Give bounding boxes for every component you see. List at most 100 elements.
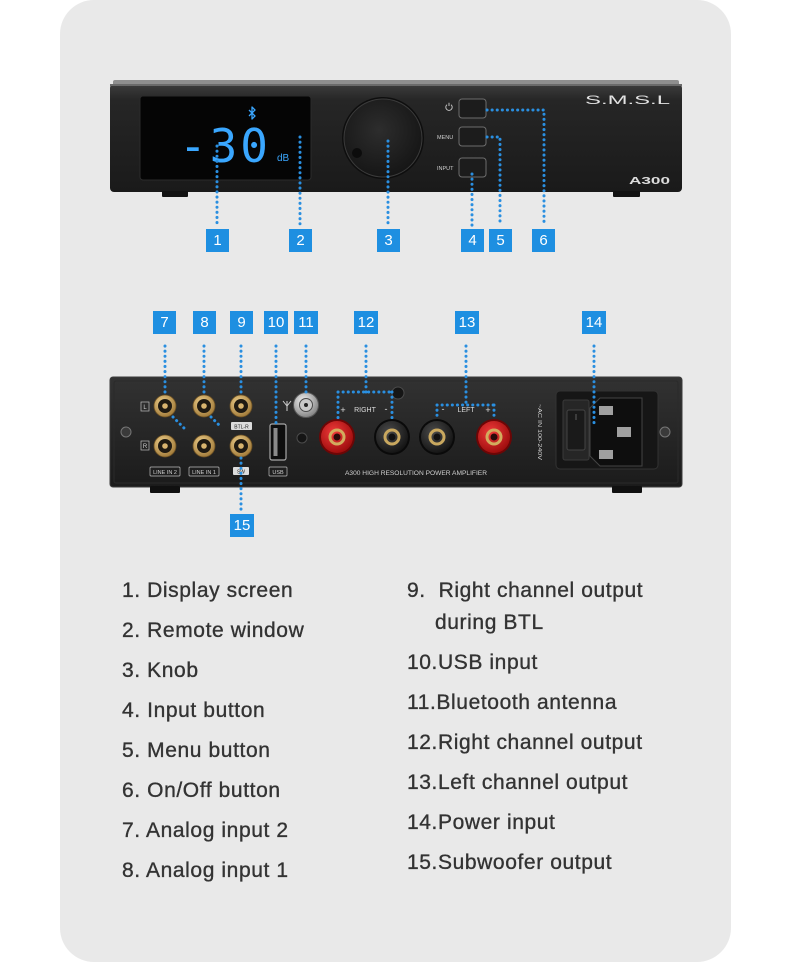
left-channel-label: LEFT xyxy=(457,407,475,414)
knob-indicator xyxy=(352,148,362,158)
left-plus-sign: + xyxy=(485,405,490,415)
speaker-terminal-right-positive xyxy=(319,419,355,455)
legend-item-7: 7. Analog input 2 xyxy=(122,819,289,842)
usb-label-box xyxy=(268,466,288,477)
bluetooth-antenna-connector xyxy=(293,392,319,418)
screw xyxy=(659,426,671,438)
line-in-1-label: LINE IN 1 xyxy=(192,470,216,476)
brand-logo: S.M.S.L xyxy=(585,93,671,107)
channel-label-r-box xyxy=(140,440,150,451)
usb-label: USB xyxy=(272,470,284,476)
back-foot-right xyxy=(612,486,642,493)
speaker-terminal-left-negative xyxy=(419,419,455,455)
input-label: INPUT xyxy=(437,166,454,172)
input-button xyxy=(458,157,487,178)
screw xyxy=(296,432,308,444)
iec-power-socket xyxy=(589,397,643,467)
speaker-terminal-right-negative xyxy=(374,419,410,455)
rca-jack-line-in-1-l xyxy=(192,394,216,418)
callout-13: 13 xyxy=(455,311,479,334)
callout-6: 6 xyxy=(532,229,555,252)
rca-jack-line-in-2-r xyxy=(153,434,177,458)
callout-1: 1 xyxy=(206,229,229,252)
back-foot-left xyxy=(150,486,180,493)
rca-jack-line-in-1-r xyxy=(192,434,216,458)
back-panel: L R LINE IN 2 LINE IN 1 BTL-R SW USB xyxy=(109,376,683,493)
legend-item-13: 13.Left channel output xyxy=(407,771,629,794)
right-plus-sign: + xyxy=(340,405,345,415)
callout-12: 12 xyxy=(354,311,378,334)
speaker-terminal-left-positive xyxy=(476,419,512,455)
display-unit: dB xyxy=(277,153,290,164)
front-leader-lines xyxy=(215,108,546,228)
back-model-line: A300 HIGH RESOLUTION POWER AMPLIFIER xyxy=(345,471,488,477)
legend-item-1: 1. Display screen xyxy=(122,579,294,602)
sw-label-box xyxy=(233,467,249,475)
line-in-2-label: LINE IN 2 xyxy=(153,470,177,476)
display-volume: -30 xyxy=(179,119,268,173)
antenna-icon xyxy=(282,400,292,411)
callout-14: 14 xyxy=(582,311,606,334)
legend-item-6: 6. On/Off button xyxy=(122,779,281,802)
right-channel-label: RIGHT xyxy=(354,407,377,414)
volume-knob xyxy=(343,98,423,178)
back-leader-lines xyxy=(163,344,596,513)
back-inner-frame xyxy=(113,380,679,484)
screw xyxy=(120,426,132,438)
legend-item-3: 3. Knob xyxy=(122,659,199,682)
btl-r-label: BTL-R xyxy=(234,424,249,430)
front-foot-right xyxy=(613,191,640,197)
legend-item-5: 5. Menu button xyxy=(122,739,271,762)
usb-port xyxy=(269,423,287,461)
leader-line-6 xyxy=(485,108,546,228)
leader-line-12 xyxy=(336,344,394,421)
screw xyxy=(391,386,405,400)
legend-item-14: 14.Power input xyxy=(407,811,556,834)
power-icon xyxy=(445,102,453,111)
power-switch xyxy=(562,399,590,461)
legend-item-4: 4. Input button xyxy=(122,699,266,722)
legend-item-9-continued: during BTL xyxy=(435,611,544,634)
front-top-edge xyxy=(110,84,682,86)
legend-item-15: 15.Subwoofer output xyxy=(407,851,613,874)
legend-item-9: 9. Right channel output xyxy=(407,579,644,602)
rca-jack-line-in-2-l xyxy=(153,394,177,418)
callout-9: 9 xyxy=(230,311,253,334)
line-in-1-label-box xyxy=(188,466,220,477)
front-panel: -30 dB MENU INPUT S.M.S.L A300 xyxy=(110,80,682,197)
ac-input-rating: ~AC IN 100-240V xyxy=(536,404,542,460)
leader-line-7 xyxy=(163,344,186,430)
menu-button xyxy=(458,126,487,147)
channel-label-l-box xyxy=(140,401,150,412)
left-minus-sign: - xyxy=(442,404,445,414)
callout-4: 4 xyxy=(461,229,484,252)
leader-line-13 xyxy=(435,344,496,421)
channel-label-l: L xyxy=(143,405,147,411)
right-minus-sign: - xyxy=(385,404,388,414)
callout-10: 10 xyxy=(264,311,288,334)
leader-line-8 xyxy=(202,344,222,428)
bluetooth-icon xyxy=(248,106,256,120)
legend-item-8: 8. Analog input 1 xyxy=(122,859,289,882)
power-button xyxy=(458,98,487,119)
legend-item-2: 2. Remote window xyxy=(122,619,305,642)
btl-r-label-box xyxy=(231,422,252,430)
legend-item-11: 11.Bluetooth antenna xyxy=(407,691,618,714)
model-badge: A300 xyxy=(629,176,671,187)
front-foot-left xyxy=(162,191,188,197)
legend-item-10: 10.USB input xyxy=(407,651,538,674)
callout-5: 5 xyxy=(489,229,512,252)
callout-7: 7 xyxy=(153,311,176,334)
callout-2: 2 xyxy=(289,229,312,252)
menu-label: MENU xyxy=(437,135,453,141)
callout-15: 15 xyxy=(230,514,254,537)
callout-3: 3 xyxy=(377,229,400,252)
rca-jack-subwoofer xyxy=(229,434,253,458)
callout-11: 11 xyxy=(294,311,318,334)
display-screen xyxy=(139,95,312,181)
rca-jack-btl-r xyxy=(229,394,253,418)
callout-8: 8 xyxy=(193,311,216,334)
legend-item-12: 12.Right channel output xyxy=(407,731,643,754)
